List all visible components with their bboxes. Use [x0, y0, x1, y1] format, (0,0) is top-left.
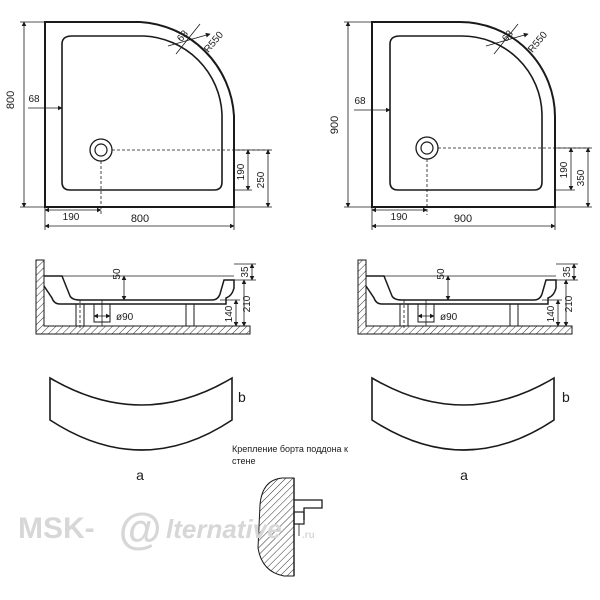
dim-depth: 800 [5, 91, 17, 109]
dim-height-140: 140 [546, 305, 557, 322]
dim-depth: 900 [329, 116, 341, 134]
section-view-right: ø90 50 35 140 210 [357, 259, 578, 335]
section-view-left: ø90 50 35 140 210 [35, 259, 256, 335]
wall-mount-note: Крепление борта поддона к стене [232, 444, 348, 466]
watermark: MSK- @ lternative .ru [18, 505, 315, 554]
watermark-at-icon: @ [118, 505, 161, 554]
dim-drain-y2: 250 [256, 171, 267, 188]
dim-height-210: 210 [242, 295, 253, 312]
dim-rim: 68 [28, 94, 40, 105]
plan-view-900: 900 190 900 68 68 R550 190 350 [329, 21, 592, 230]
dim-height-210: 210 [564, 295, 575, 312]
dim-drain-y1: 190 [236, 163, 247, 180]
dim-top: 35 [240, 266, 251, 278]
note-line-1: Крепление борта поддона к [232, 444, 348, 454]
panel-label-b: b [238, 389, 246, 405]
front-panel-left: a b [49, 376, 246, 483]
dim-width: 800 [131, 213, 149, 225]
dim-drain-y2: 350 [576, 169, 587, 186]
dim-drain-x: 190 [63, 212, 80, 223]
dim-depth: 50 [112, 268, 123, 280]
dim-radius: R550 [202, 29, 226, 55]
dim-rim-top: 68 [500, 28, 516, 44]
dim-radius: R550 [526, 29, 550, 55]
dim-drain-x: 190 [391, 212, 408, 223]
front-panel-right: a b [371, 376, 570, 483]
dim-drain-diameter: ø90 [116, 312, 134, 323]
watermark-text-1: MSK- [18, 512, 95, 545]
dim-drain-diameter: ø90 [440, 312, 458, 323]
dim-height-140: 140 [224, 305, 235, 322]
note-line-2: стене [232, 456, 256, 466]
dim-drain-y1: 190 [559, 161, 570, 178]
dim-rim: 68 [354, 96, 366, 107]
dim-width: 900 [454, 213, 472, 225]
watermark-suffix: .ru [302, 530, 315, 541]
wall-mount-detail [257, 477, 323, 577]
panel-label-a: a [136, 467, 144, 483]
plan-view-800: 800 190 800 68 68 R550 190 250 [5, 21, 272, 230]
dim-top: 35 [562, 266, 573, 278]
panel-label-b: b [562, 389, 570, 405]
dim-depth: 50 [436, 268, 447, 280]
panel-label-a: a [460, 467, 468, 483]
watermark-text-2: lternative [166, 514, 282, 544]
